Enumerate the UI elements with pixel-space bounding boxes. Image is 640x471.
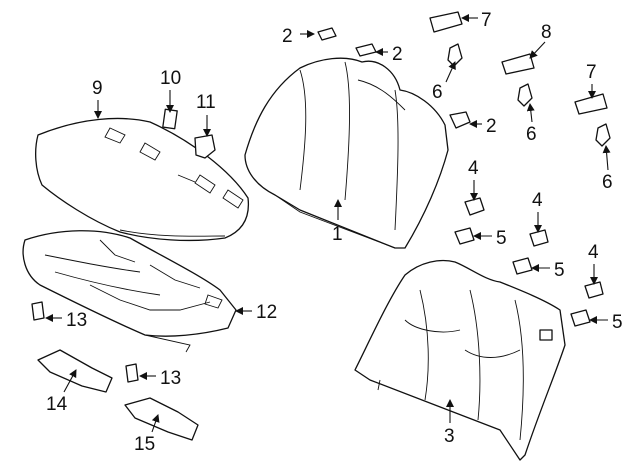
callout-6: 6 — [432, 82, 443, 103]
part-15-bracket — [124, 397, 199, 441]
callout-labels: 2 2 2 7 8 7 6 6 6 1 3 9 10 11 12 4 4 4 5… — [46, 10, 623, 455]
callout-15: 15 — [134, 434, 155, 455]
part-6-guides — [447, 43, 611, 147]
callout-13: 13 — [66, 310, 87, 331]
callout-5: 5 — [496, 228, 507, 249]
part-seat-back-frame — [354, 259, 566, 461]
callout-10: 10 — [160, 68, 181, 89]
callout-9: 9 — [92, 78, 103, 99]
part-seat-cushion-frame — [22, 230, 237, 353]
part-seat-cushion — [35, 117, 250, 242]
callout-2: 2 — [392, 44, 403, 65]
callout-4: 4 — [468, 158, 479, 179]
callout-14: 14 — [46, 394, 68, 415]
callout-3: 3 — [444, 426, 455, 447]
callout-7: 7 — [481, 10, 492, 31]
callout-4: 4 — [588, 242, 599, 263]
part-2-clips — [317, 27, 471, 129]
callout-13: 13 — [160, 368, 181, 389]
callout-6: 6 — [602, 172, 613, 193]
callout-2: 2 — [282, 26, 293, 47]
part-13-clips — [31, 301, 139, 383]
part-seat-back — [244, 57, 449, 249]
callout-5: 5 — [612, 312, 623, 333]
part-11 — [194, 134, 216, 159]
callout-11: 11 — [196, 92, 216, 113]
callout-2: 2 — [486, 116, 497, 137]
part-5-brackets — [454, 227, 591, 327]
callout-5: 5 — [554, 260, 565, 281]
callout-8: 8 — [541, 22, 552, 43]
callout-4: 4 — [532, 190, 543, 211]
callout-12: 12 — [256, 302, 277, 323]
leader-lines — [45, 14, 611, 433]
part-10 — [162, 108, 178, 130]
callout-1: 1 — [332, 224, 343, 245]
callout-6: 6 — [526, 124, 537, 145]
callout-7: 7 — [586, 62, 597, 83]
part-7-8-escutcheons — [429, 11, 608, 115]
